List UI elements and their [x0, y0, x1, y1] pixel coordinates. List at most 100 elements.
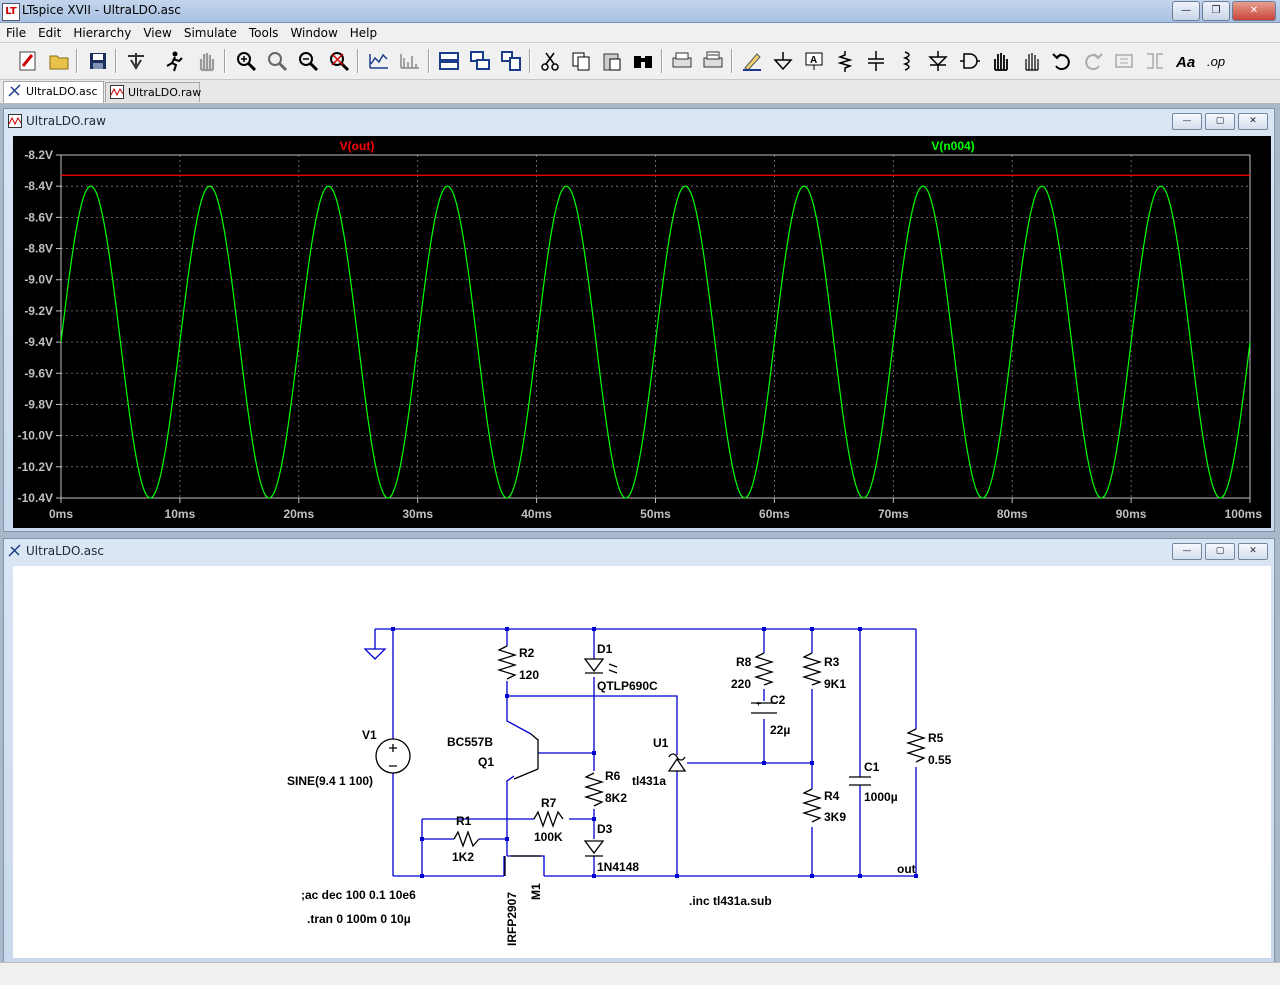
- ground-icon[interactable]: [769, 47, 797, 75]
- rotate-icon[interactable]: [1110, 47, 1138, 75]
- v1-value[interactable]: SINE(9.4 1 100): [287, 774, 373, 788]
- c1-value[interactable]: 1000µ: [864, 790, 898, 804]
- r5-ref[interactable]: R5: [928, 731, 944, 745]
- r5-value[interactable]: 0.55: [928, 753, 952, 767]
- menu-edit[interactable]: Edit: [38, 26, 62, 40]
- waveform-chart[interactable]: -8.2V-8.4V-8.6V-8.8V-9.0V-9.2V-9.4V-9.6V…: [13, 136, 1271, 528]
- d1-value[interactable]: QTLP690C: [597, 679, 658, 693]
- trace-v-n004[interactable]: [60, 185, 1251, 499]
- schematic-minimize-button[interactable]: —: [1172, 543, 1202, 560]
- r1-ref[interactable]: R1: [456, 814, 472, 828]
- r8-ref[interactable]: R8: [736, 655, 752, 669]
- r4-ref[interactable]: R4: [824, 789, 840, 803]
- zoom-in-icon[interactable]: [232, 47, 260, 75]
- print-preview-icon[interactable]: [699, 47, 727, 75]
- menu-file[interactable]: File: [6, 26, 27, 40]
- menu-window[interactable]: Window: [290, 26, 338, 40]
- r2-ref[interactable]: R2: [519, 646, 535, 660]
- drag-hand-icon[interactable]: [1017, 47, 1045, 75]
- spice-directive-inc[interactable]: .inc tl431a.sub: [689, 894, 772, 908]
- copy-icon[interactable]: [567, 47, 595, 75]
- c1-ref[interactable]: C1: [864, 760, 880, 774]
- draw-wire-pencil-icon[interactable]: [738, 47, 766, 75]
- open-folder-icon[interactable]: [45, 47, 73, 75]
- schematic-window-header[interactable]: UltraLDO.asc — ▢ ✕: [4, 539, 1274, 563]
- spice-directive-ac[interactable]: ;ac dec 100 0.1 10e6: [301, 888, 416, 902]
- m1-ref[interactable]: M1: [529, 883, 543, 900]
- redo-icon[interactable]: [1079, 47, 1107, 75]
- d1-ref[interactable]: D1: [597, 642, 613, 656]
- r7-ref[interactable]: R7: [541, 796, 557, 810]
- mirror-icon[interactable]: [1141, 47, 1169, 75]
- close-button[interactable]: ✕: [1232, 1, 1276, 21]
- menu-simulate[interactable]: Simulate: [183, 26, 237, 40]
- r4-value[interactable]: 3K9: [824, 810, 846, 824]
- r8-value[interactable]: 220: [731, 677, 751, 691]
- c2-ref[interactable]: C2: [770, 693, 786, 707]
- cascade-icon[interactable]: [466, 47, 494, 75]
- paste-icon[interactable]: [598, 47, 626, 75]
- cut-icon[interactable]: [536, 47, 564, 75]
- menu-help[interactable]: Help: [349, 26, 378, 40]
- menu-view[interactable]: View: [143, 26, 172, 40]
- r6-value[interactable]: 8K2: [605, 791, 627, 805]
- v1-ref[interactable]: V1: [362, 728, 377, 742]
- q1-value[interactable]: BC557B: [447, 735, 493, 749]
- q1-ref[interactable]: Q1: [478, 755, 494, 769]
- inductor-icon[interactable]: [893, 47, 921, 75]
- tile-vertical-icon[interactable]: [497, 47, 525, 75]
- waveform-close-button[interactable]: ✕: [1238, 113, 1268, 130]
- pan-icon[interactable]: [263, 47, 291, 75]
- u1-ref[interactable]: U1: [653, 736, 669, 750]
- zoom-out-icon[interactable]: [294, 47, 322, 75]
- component-icon[interactable]: [955, 47, 983, 75]
- r1-value[interactable]: 1K2: [452, 850, 474, 864]
- m1-value[interactable]: IRFP2907: [505, 892, 519, 946]
- find-binoculars-icon[interactable]: [629, 47, 657, 75]
- r7-value[interactable]: 100K: [534, 830, 563, 844]
- u1-value[interactable]: tl431a: [632, 774, 666, 788]
- halt-hand-icon[interactable]: [192, 47, 220, 75]
- waveform-minimize-button[interactable]: —: [1172, 113, 1202, 130]
- schematic-canvas[interactable]: V1 SINE(9.4 1 100) R1 1K2 R2 120 Q1 BC55…: [13, 566, 1271, 958]
- d3-ref[interactable]: D3: [597, 822, 613, 836]
- tab-ultraldo-asc[interactable]: UltraLDO.asc: [3, 81, 104, 103]
- label-net-icon[interactable]: A: [800, 47, 828, 75]
- d3-value[interactable]: 1N4148: [597, 860, 639, 874]
- run-icon[interactable]: [160, 47, 188, 75]
- control-panel-icon[interactable]: [122, 47, 150, 75]
- waveform-maximize-button[interactable]: ▢: [1205, 113, 1235, 130]
- net-label-out[interactable]: out: [897, 862, 916, 876]
- ltspice-app-icon[interactable]: LT: [2, 3, 20, 21]
- schematic-drawing[interactable]: V1 SINE(9.4 1 100) R1 1K2 R2 120 Q1 BC55…: [13, 566, 1271, 958]
- new-schematic-icon[interactable]: [14, 47, 42, 75]
- save-icon[interactable]: [84, 47, 112, 75]
- tab-ultraldo-raw[interactable]: UltraLDO.raw: [105, 82, 201, 102]
- maximize-button[interactable]: ❐: [1202, 1, 1230, 21]
- diode-icon[interactable]: [924, 47, 952, 75]
- r2-value[interactable]: 120: [519, 668, 539, 682]
- legend-v-n004[interactable]: V(n004): [931, 139, 974, 153]
- move-hand-icon[interactable]: [986, 47, 1014, 75]
- zoom-full-icon[interactable]: [325, 47, 353, 75]
- tile-horizontal-icon[interactable]: [435, 47, 463, 75]
- spice-directive-tran[interactable]: .tran 0 100m 0 10µ: [307, 912, 411, 926]
- minimize-button[interactable]: —: [1172, 1, 1200, 21]
- spice-directive-icon[interactable]: .op: [1203, 47, 1231, 75]
- menu-hierarchy[interactable]: Hierarchy: [73, 26, 132, 40]
- print-icon[interactable]: [668, 47, 696, 75]
- r6-ref[interactable]: R6: [605, 769, 621, 783]
- undo-icon[interactable]: [1048, 47, 1076, 75]
- r3-value[interactable]: 9K1: [824, 677, 846, 691]
- c2-value[interactable]: 22µ: [770, 723, 790, 737]
- fft-icon[interactable]: [396, 47, 424, 75]
- r3-ref[interactable]: R3: [824, 655, 840, 669]
- resistor-icon[interactable]: [831, 47, 859, 75]
- schematic-close-button[interactable]: ✕: [1238, 543, 1268, 560]
- autorange-icon[interactable]: [365, 47, 393, 75]
- legend-v-out[interactable]: V(out): [340, 139, 375, 153]
- schematic-maximize-button[interactable]: ▢: [1205, 543, 1235, 560]
- waveform-plot[interactable]: -8.2V-8.4V-8.6V-8.8V-9.0V-9.2V-9.4V-9.6V…: [13, 136, 1271, 528]
- menu-tools[interactable]: Tools: [248, 26, 279, 40]
- text-icon[interactable]: Aa: [1172, 47, 1200, 75]
